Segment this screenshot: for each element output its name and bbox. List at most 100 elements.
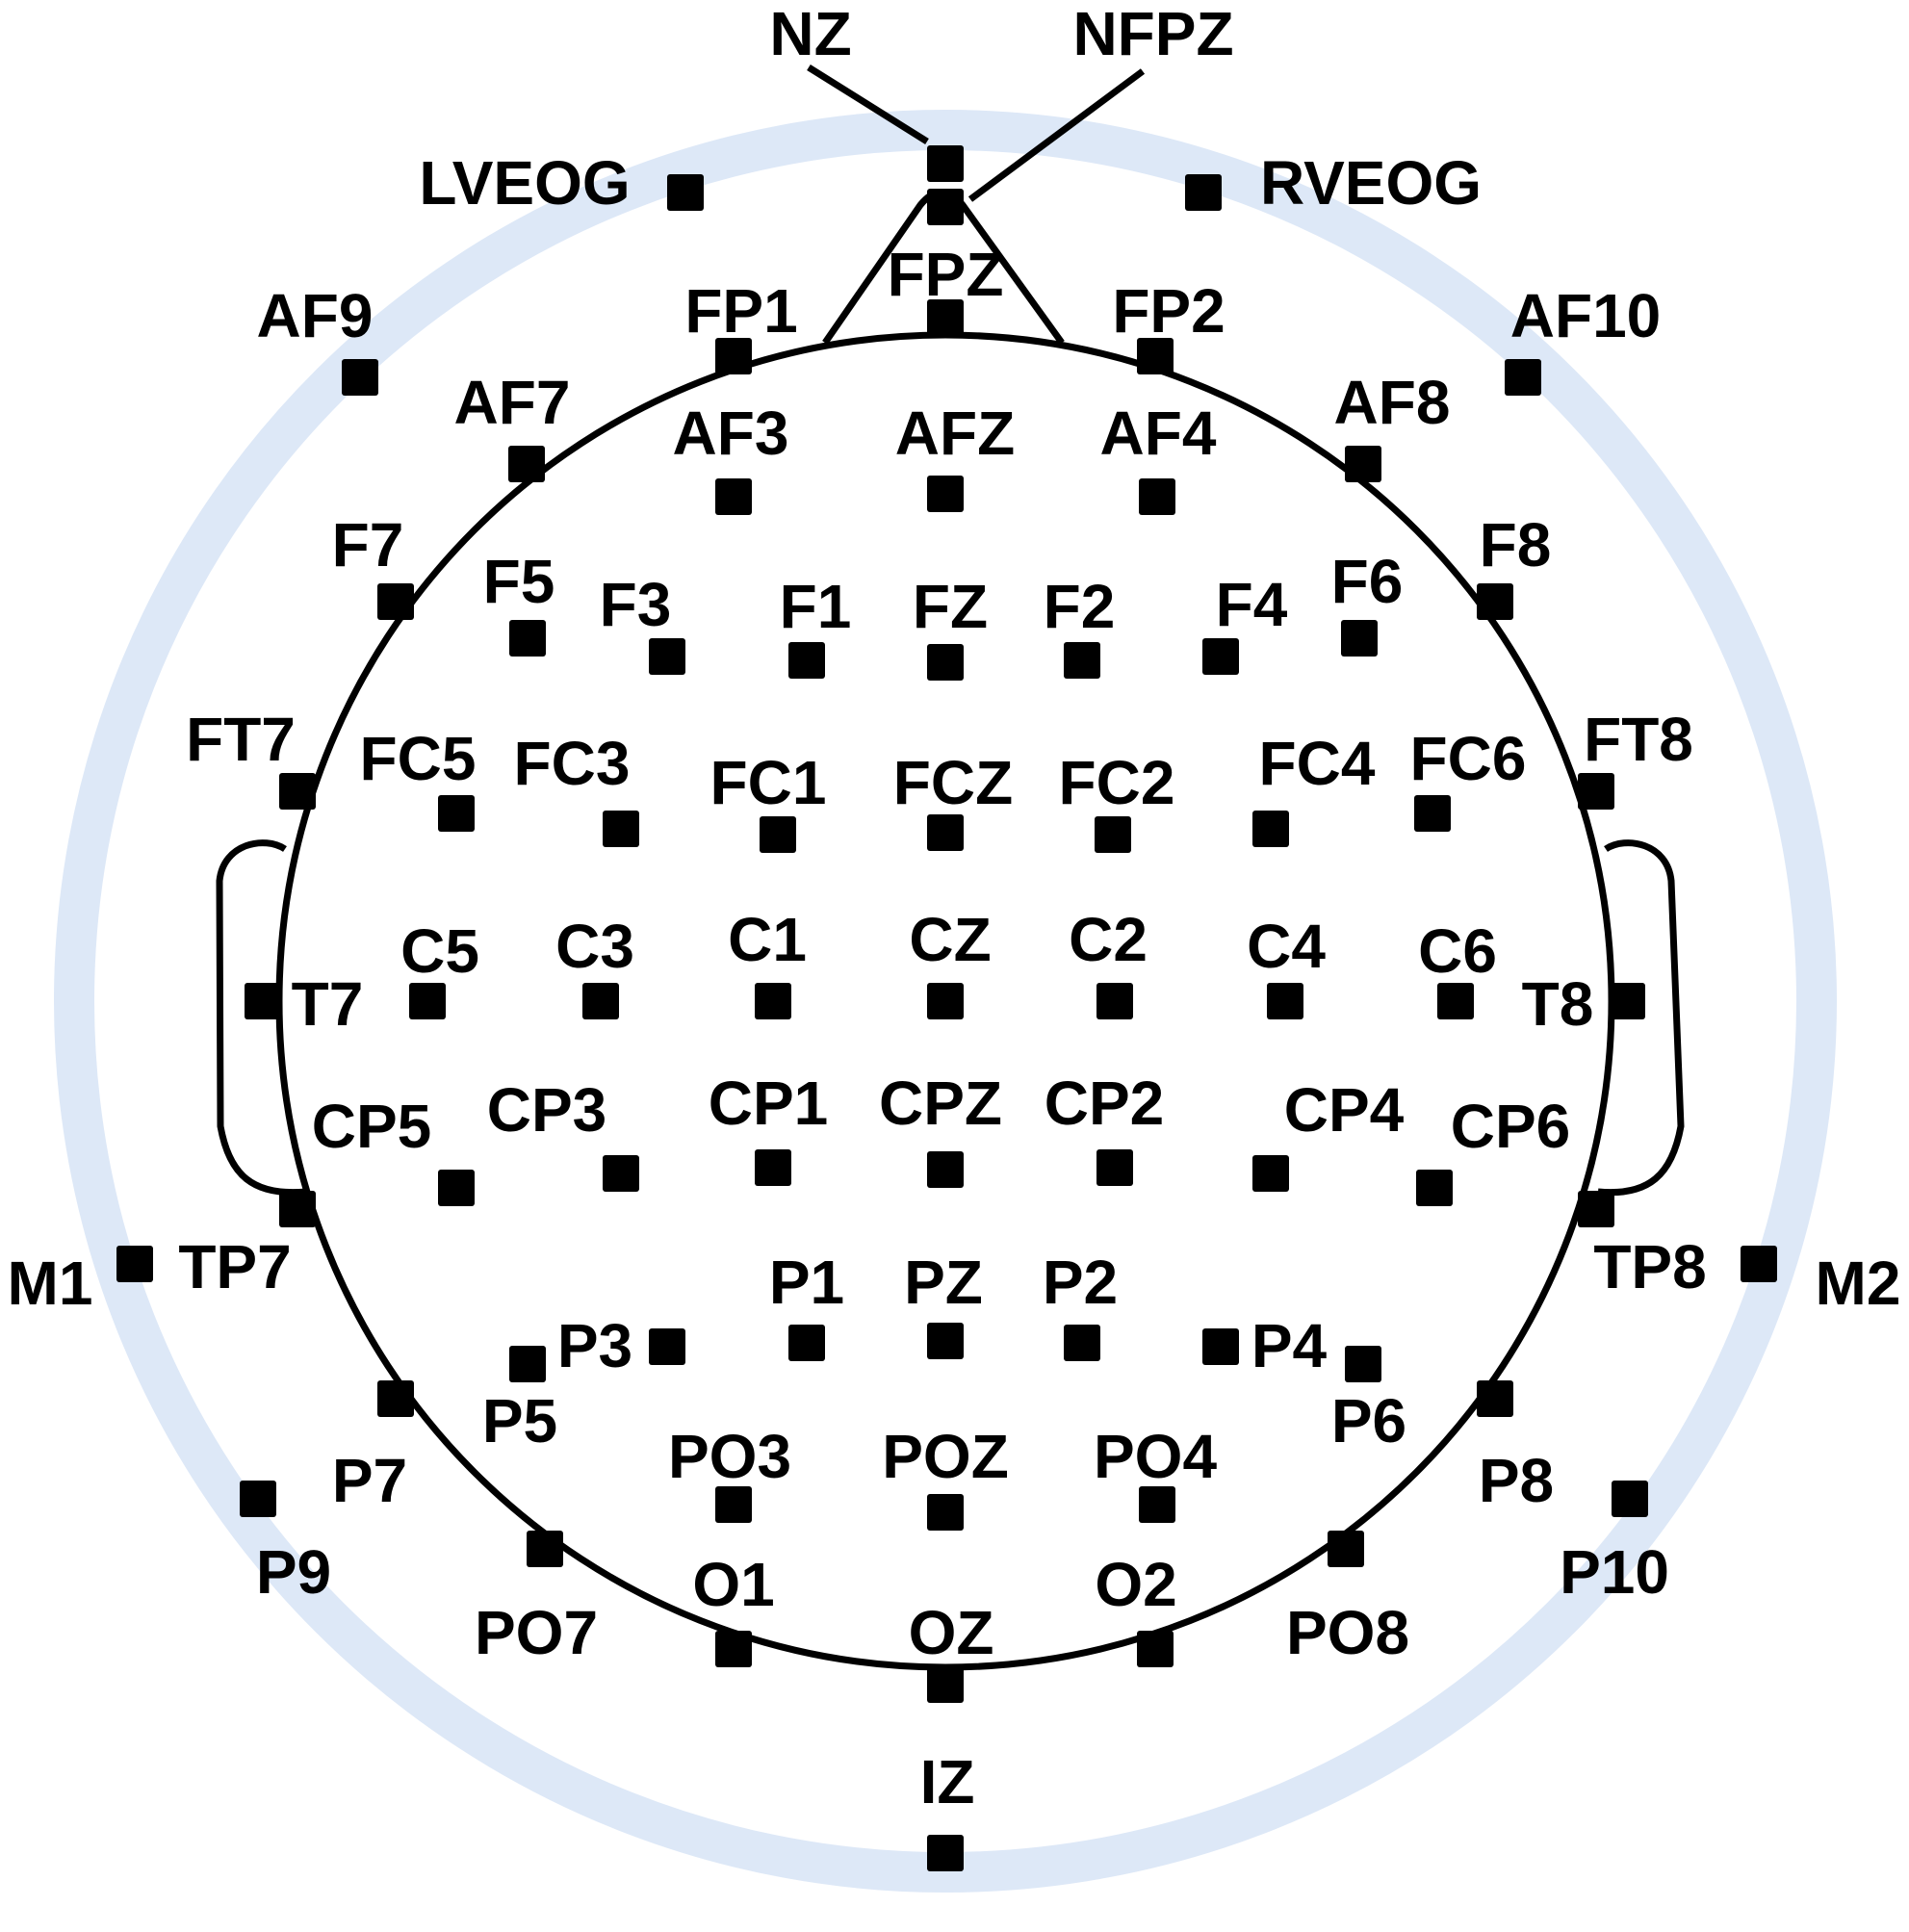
electrode-label-po7: PO7 <box>475 1598 598 1667</box>
electrode-p6: P6 <box>1331 1346 1406 1455</box>
electrode-marker-c1 <box>755 983 791 1019</box>
electrode-c4: C4 <box>1247 912 1326 1019</box>
electrode-label-fpz: FPZ <box>888 240 1004 309</box>
electrode-af4: AF4 <box>1100 399 1217 515</box>
electrode-tp8: TP8 <box>1578 1191 1707 1301</box>
electrode-label-f2: F2 <box>1044 572 1116 641</box>
electrode-marker-c3 <box>582 983 619 1019</box>
electrode-marker-po3 <box>715 1486 752 1523</box>
electrode-cz: CZ <box>909 905 992 1019</box>
electrode-label-fc3: FC3 <box>514 729 631 798</box>
electrode-fcz: FCZ <box>893 748 1013 851</box>
electrode-label-cp3: CP3 <box>487 1075 607 1145</box>
electrode-label-p8: P8 <box>1479 1446 1554 1515</box>
electrode-fpz: FPZ <box>888 240 1004 336</box>
electrode-label-fc2: FC2 <box>1059 748 1175 817</box>
electrode-m2: M2 <box>1741 1246 1900 1318</box>
electrode-f1: F1 <box>780 572 852 679</box>
electrode-f3: F3 <box>600 570 685 675</box>
electrode-label-af8: AF8 <box>1334 368 1451 437</box>
electrode-marker-p4 <box>1202 1328 1239 1365</box>
electrode-label-p5: P5 <box>482 1386 557 1455</box>
electrode-marker-o1 <box>715 1631 752 1667</box>
electrode-label-p7: P7 <box>332 1446 407 1515</box>
electrode-poz: POZ <box>882 1422 1009 1531</box>
electrode-marker-c2 <box>1096 983 1133 1019</box>
electrode-label-lveog: LVEOG <box>419 148 630 218</box>
electrode-marker-m2 <box>1741 1246 1777 1282</box>
electrode-marker-f1 <box>788 642 825 679</box>
electrode-label-f3: F3 <box>600 570 672 639</box>
electrode-label-af9: AF9 <box>257 281 374 350</box>
electrode-marker-p5 <box>509 1346 546 1382</box>
electrode-rveog: RVEOG <box>1185 148 1482 218</box>
electrode-c6: C6 <box>1418 916 1497 1019</box>
electrode-label-fc5: FC5 <box>360 724 477 793</box>
electrode-afz: AFZ <box>895 399 1015 512</box>
electrode-c3: C3 <box>555 912 634 1019</box>
electrode-label-po4: PO4 <box>1094 1422 1217 1491</box>
electrode-po8: PO8 <box>1286 1531 1409 1667</box>
electrode-p9: P9 <box>240 1481 331 1607</box>
electrode-label-cp5: CP5 <box>312 1092 432 1161</box>
electrode-label-c2: C2 <box>1069 905 1148 974</box>
electrode-m1: M1 <box>8 1246 153 1318</box>
electrode-pz: PZ <box>904 1248 983 1359</box>
electrode-fc6: FC6 <box>1410 724 1526 832</box>
electrode-label-f1: F1 <box>780 572 852 641</box>
electrode-p10: P10 <box>1560 1481 1669 1607</box>
electrode-o1: O1 <box>692 1550 775 1667</box>
electrode-label-pz: PZ <box>904 1248 983 1317</box>
electrode-marker-fc6 <box>1414 795 1451 832</box>
electrode-label-tp7: TP7 <box>178 1232 291 1301</box>
electrode-marker-ft8 <box>1578 773 1614 810</box>
electrode-marker-po8 <box>1328 1531 1364 1567</box>
electrode-label-c4: C4 <box>1247 912 1326 981</box>
electrode-cpz: CPZ <box>879 1069 1002 1188</box>
electrode-label-t8: T8 <box>1522 969 1594 1039</box>
electrode-c5: C5 <box>400 916 479 1019</box>
electrode-label-fcz: FCZ <box>893 748 1013 817</box>
electrode-label-c1: C1 <box>728 905 807 974</box>
electrode-cp2: CP2 <box>1045 1069 1164 1186</box>
electrode-label-c3: C3 <box>555 912 634 981</box>
electrode-marker-f6 <box>1341 620 1378 657</box>
electrode-marker-nz <box>927 145 964 182</box>
electrode-marker-f2 <box>1064 642 1100 679</box>
electrode-marker-fpz <box>927 299 964 336</box>
electrode-marker-af9 <box>342 359 378 396</box>
electrode-label-m1: M1 <box>8 1249 93 1318</box>
electrode-marker-cp1 <box>755 1149 791 1186</box>
electrode-fc3: FC3 <box>514 729 639 847</box>
electrode-af3: AF3 <box>673 399 788 515</box>
electrode-marker-lveog <box>667 174 704 211</box>
electrode-marker-ft7 <box>279 773 316 810</box>
electrode-marker-c4 <box>1267 983 1303 1019</box>
electrode-fz: FZ <box>913 572 988 681</box>
electrode-ft7: FT7 <box>186 705 316 810</box>
electrode-marker-f4 <box>1202 638 1239 675</box>
electrode-label-p6: P6 <box>1331 1386 1406 1455</box>
electrode-po3: PO3 <box>668 1422 791 1523</box>
electrode-marker-oz <box>927 1666 964 1703</box>
electrode-label-af4: AF4 <box>1100 399 1217 468</box>
electrode-nz: NZ <box>769 0 964 182</box>
electrode-c1: C1 <box>728 905 807 1019</box>
electrode-marker-cp3 <box>603 1155 639 1192</box>
electrode-label-po3: PO3 <box>668 1422 791 1491</box>
electrode-af8: AF8 <box>1334 368 1451 482</box>
electrode-label-iz: IZ <box>920 1747 975 1816</box>
electrode-marker-po7 <box>527 1531 563 1567</box>
electrode-cp1: CP1 <box>709 1069 828 1186</box>
electrode-label-poz: POZ <box>882 1422 1009 1491</box>
electrode-marker-fp2 <box>1137 338 1174 374</box>
electrode-label-fc4: FC4 <box>1259 729 1376 798</box>
outer-ring <box>54 110 1837 1893</box>
electrode-p4: P4 <box>1202 1311 1328 1380</box>
electrode-ft8: FT8 <box>1578 705 1693 810</box>
electrode-label-f8: F8 <box>1480 510 1552 580</box>
electrode-af9: AF9 <box>257 281 378 396</box>
